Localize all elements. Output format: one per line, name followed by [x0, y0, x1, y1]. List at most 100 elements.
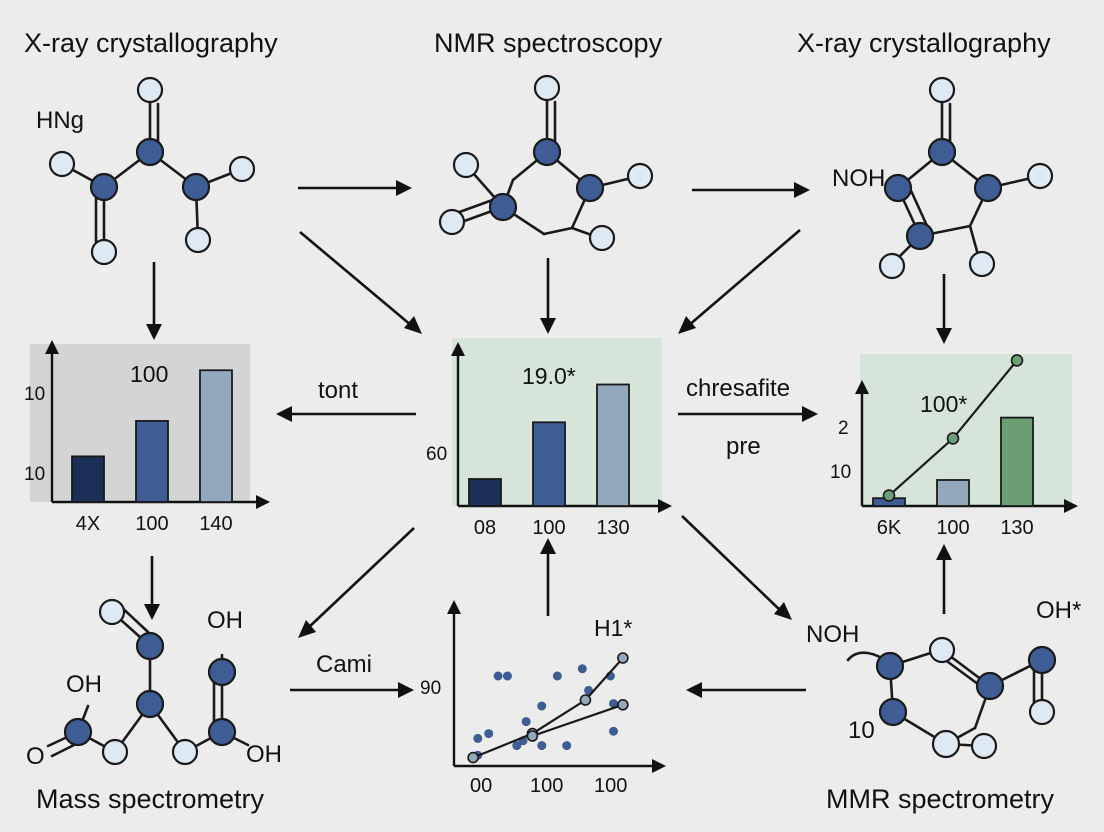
- molecule-top-right: NOH: [832, 76, 1054, 280]
- chart-4-point: [562, 741, 572, 751]
- chart-4-point: [552, 671, 562, 681]
- atom: [878, 252, 906, 280]
- atom: [101, 738, 129, 766]
- arrowhead: [794, 182, 810, 198]
- atom: [63, 717, 93, 747]
- chart-4-point: [537, 701, 547, 711]
- atom: [452, 151, 480, 179]
- arrowhead: [276, 406, 292, 422]
- label-oh-right: OH: [246, 741, 282, 768]
- molecule-top-left: HNg: [36, 76, 256, 266]
- atom: [228, 155, 256, 183]
- chart-4-series-point: [617, 652, 629, 664]
- chart-1-x-tick: 100: [135, 513, 168, 535]
- chart-3-y-arrowhead: [855, 380, 869, 394]
- chart-2-x-tick: 130: [596, 517, 629, 539]
- arrow-label-tont: tont: [318, 377, 358, 404]
- chart-2-bar: [596, 383, 630, 507]
- molecule-bottom-right: NOH OH* 10: [806, 597, 1081, 760]
- atom: [883, 173, 913, 203]
- atom: [488, 192, 518, 222]
- chart-4-series-point: [467, 751, 479, 764]
- chart-1-x-arrowhead: [256, 495, 270, 509]
- atom: [48, 150, 76, 178]
- arrow-diagonal: [299, 231, 413, 327]
- chart-4-point: [473, 733, 483, 743]
- chart-2-y-arrowhead: [451, 342, 465, 356]
- arrow-label-cami: Cami: [316, 651, 372, 678]
- chart-4-point: [537, 741, 547, 751]
- chart-4-y-arrowhead: [447, 600, 461, 614]
- chart-3-trend-point: [946, 432, 960, 445]
- arrowhead: [686, 682, 702, 698]
- arrowhead: [540, 538, 556, 554]
- chart-1-bar: [71, 455, 105, 503]
- arrowhead: [398, 682, 414, 698]
- atom: [135, 631, 165, 661]
- atom: [626, 162, 654, 190]
- atom: [970, 732, 998, 760]
- atom: [181, 172, 211, 202]
- atom: [928, 636, 956, 664]
- chart-4-point: [484, 729, 494, 739]
- chart-3-title: 100*: [920, 391, 967, 417]
- chart-1-x-tick: 4X: [76, 513, 100, 535]
- arrowhead: [144, 604, 160, 620]
- arrowhead: [802, 406, 818, 422]
- atom: [207, 717, 237, 747]
- chart-4-point: [502, 671, 512, 681]
- atom: [136, 76, 164, 104]
- chart-4-point: [577, 664, 587, 674]
- atom: [90, 238, 118, 266]
- label-noh: NOH: [832, 165, 885, 192]
- chart-3-trend-point: [1010, 354, 1024, 367]
- atom: [931, 729, 961, 759]
- atom: [968, 250, 996, 278]
- atom: [532, 137, 562, 167]
- atom: [878, 697, 908, 727]
- chart-3-bar: [936, 479, 970, 507]
- atom: [1028, 698, 1056, 726]
- chart-2-x-tick: 08: [474, 517, 496, 539]
- chart-3-x-tick: 130: [1000, 517, 1033, 539]
- arrowhead: [404, 316, 422, 334]
- atom: [135, 137, 165, 167]
- label-oh-br: OH*: [1036, 597, 1081, 624]
- chart-4-series-line: [472, 657, 624, 759]
- atom: [927, 137, 957, 167]
- atom: [973, 173, 1003, 203]
- arrow-diagonal: [307, 527, 415, 629]
- chart-4-point: [493, 671, 503, 681]
- chart-4-x-arrowhead: [652, 759, 666, 773]
- chart-3-x-tick: 100: [936, 517, 969, 539]
- chart-3-x-tick: 6K: [877, 517, 902, 539]
- arrow-diagonal: [687, 229, 801, 327]
- label-noh-br: NOH: [806, 621, 859, 648]
- atom: [98, 598, 126, 626]
- atom: [1027, 645, 1057, 675]
- arrowhead: [774, 602, 792, 620]
- chart-1-x-tick: 140: [199, 513, 232, 535]
- arrow-label-chresafite: chresafite: [686, 375, 790, 402]
- arrowhead: [146, 324, 162, 340]
- arrowhead: [936, 328, 952, 344]
- title-top-center: NMR spectroscopy: [434, 28, 663, 58]
- chart-4-point: [609, 699, 619, 709]
- atom: [89, 172, 119, 202]
- chart-4-series-point: [526, 730, 539, 742]
- chart-3-y-tick: 2: [838, 418, 849, 439]
- chart-2-x-arrowhead: [658, 499, 672, 513]
- atom: [905, 221, 935, 251]
- chart-3-trend-point: [882, 489, 896, 502]
- chart-4-x-tick: 100: [594, 775, 627, 797]
- arrow-diagonal: [681, 515, 783, 613]
- chart-3-bar: [1000, 416, 1034, 507]
- arrowhead: [936, 544, 952, 560]
- arrowhead: [298, 620, 316, 638]
- label-hng: HNg: [36, 107, 84, 134]
- label-oh-top: OH: [207, 607, 243, 634]
